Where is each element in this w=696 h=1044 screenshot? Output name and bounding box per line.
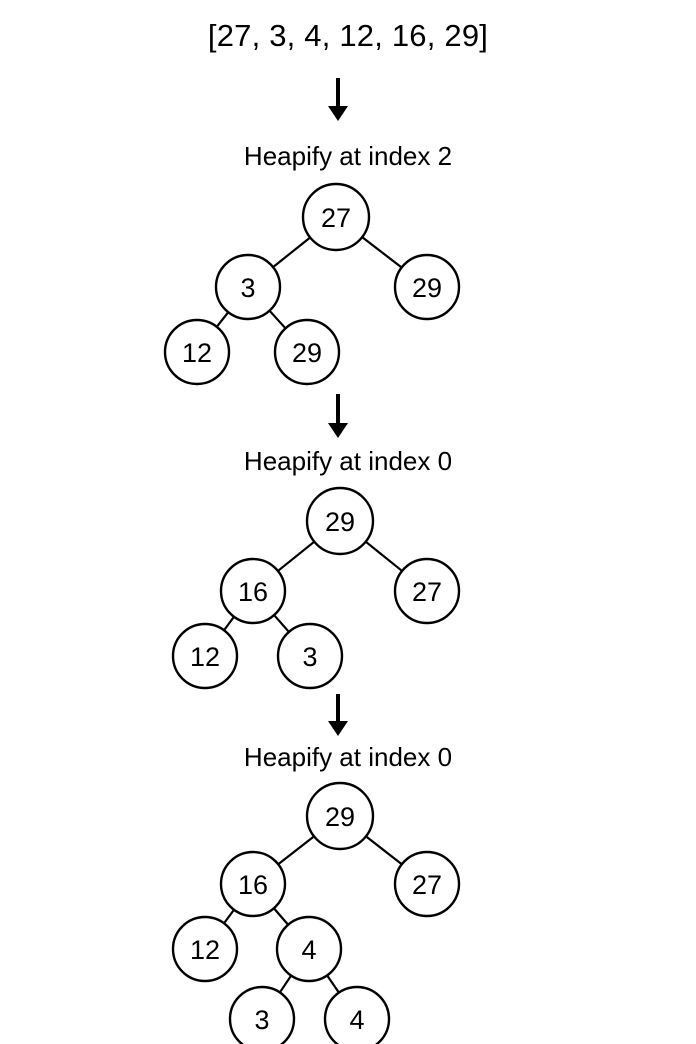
tree-edge [272,236,311,268]
tree-edge [223,616,235,631]
node-circle [163,318,231,386]
tree-step-3: 29 16 27 12 4 3 4 [171,781,461,1044]
tree-node: 3 [228,985,296,1044]
node-circle [305,486,375,556]
node-value-label: 29 [412,273,442,303]
node-circle [393,850,461,918]
tree-node: 12 [171,915,239,983]
tree-node: 4 [275,915,343,983]
node-circle [273,318,341,386]
step-label-heapify-index-2: Heapify at index 2 [243,141,453,171]
tree-edge [215,311,230,328]
node-circle [219,850,287,918]
node-value-label: 27 [412,870,442,900]
tree-node: 29 [393,253,461,321]
flow-arrow-icon [328,394,348,438]
node-circle [301,182,371,252]
node-value-label: 3 [302,642,317,672]
node-value-label: 16 [238,577,268,607]
tree-node: 29 [305,781,375,851]
node-circle [219,557,287,625]
arrow-head [328,423,348,438]
tree-step-1: 27 3 29 12 29 [163,182,461,386]
node-circle [275,915,343,983]
tree-node: 29 [305,486,375,556]
step-label-heapify-index-0-second: Heapify at index 0 [243,742,453,772]
arrow-head [328,721,348,736]
tree-edge [268,309,287,330]
node-circle [323,985,391,1044]
tree-edge [365,540,403,572]
tree-node: 12 [171,622,239,690]
tree-node: 16 [219,557,287,625]
node-circle [393,557,461,625]
tree-node: 12 [163,318,231,386]
tree-node: 3 [214,253,282,321]
tree-edge [223,909,235,924]
node-value-label: 29 [325,802,355,832]
tree-edge [278,974,293,994]
node-circle [393,253,461,321]
node-value-label: 4 [349,1005,364,1035]
input-array-label: [27, 3, 4, 12, 16, 29] [207,18,489,53]
tree-node: 16 [219,850,287,918]
flow-arrow-icon [328,78,348,121]
tree-edge [273,614,290,633]
node-value-label: 12 [190,935,220,965]
tree-edge [273,907,289,926]
tree-node: 4 [323,985,391,1044]
node-value-label: 4 [301,935,316,965]
node-value-label: 3 [240,273,255,303]
tree-node: 27 [393,557,461,625]
node-value-label: 29 [325,507,355,537]
tree-edge [277,540,315,572]
node-circle [171,915,239,983]
node-value-label: 27 [412,577,442,607]
node-value-label: 27 [321,203,351,233]
flow-arrow-icon [328,694,348,736]
node-circle [276,622,344,690]
node-circle [171,622,239,690]
tree-node: 3 [276,622,344,690]
node-value-label: 12 [182,338,212,368]
tree-edge [277,835,315,866]
node-circle [214,253,282,321]
node-value-label: 16 [238,870,268,900]
tree-edge [326,974,340,994]
node-value-label: 29 [292,338,322,368]
arrow-head [328,106,348,121]
tree-node: 29 [273,318,341,386]
tree-node: 27 [301,182,371,252]
tree-edge [365,835,403,866]
step-label-heapify-index-0-first: Heapify at index 0 [243,446,453,476]
node-value-label: 3 [254,1005,269,1035]
tree-step-2: 29 16 27 12 3 [171,486,461,690]
node-circle [228,985,296,1044]
tree-edge [361,236,403,269]
tree-node: 27 [393,850,461,918]
node-value-label: 12 [190,642,220,672]
node-circle [305,781,375,851]
